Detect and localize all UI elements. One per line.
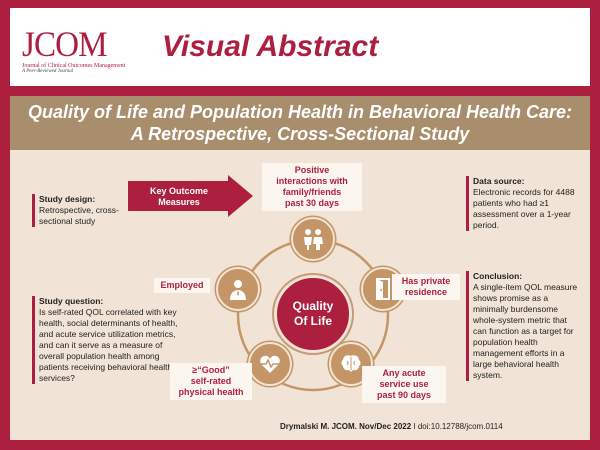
key-outcome-line-1: Key Outcome: [149, 186, 209, 196]
conclusion-heading: Conclusion:: [473, 271, 523, 281]
data-source-body: Electronic records for 4488 patients who…: [473, 187, 575, 230]
health-label-1: ≥“Good”: [192, 365, 230, 375]
data-source-heading: Data source:: [473, 176, 525, 186]
conclusion-body: A single-item QOL measure shows promise …: [473, 282, 578, 380]
residence-label: Has private residence: [392, 274, 460, 300]
study-design-heading: Study design:: [39, 194, 96, 204]
residence-label-1: Has private: [401, 276, 451, 286]
study-question-block: Study question: Is self-rated QOL correl…: [32, 296, 184, 384]
citation-author: Drymalski M. JCOM. Nov/Dec 2022: [280, 422, 412, 431]
family-label-4: past 30 days: [284, 198, 340, 208]
family-label: Positive interactions with family/friend…: [262, 163, 362, 211]
study-question-heading: Study question:: [39, 296, 104, 306]
key-outcome-label: Key Outcome Measures: [140, 186, 218, 208]
health-label-2: self-rated: [190, 376, 232, 386]
employed-node: [216, 267, 260, 311]
family-node: [291, 217, 335, 261]
acute-label-3: past 90 days: [376, 390, 432, 400]
family-label-1: Positive: [294, 165, 330, 175]
study-title-line-2: A Retrospective, Cross-Sectional Study: [130, 124, 470, 144]
center-line-1: Quality: [292, 299, 334, 313]
employed-label: Employed: [154, 278, 210, 293]
study-question-body: Is self-rated QOL correlated with key he…: [39, 307, 178, 383]
center-line-2: Of Life: [294, 314, 332, 328]
key-outcome-arrow: [128, 175, 253, 217]
citation-doi: I doi:10.12788/jcom.0114: [411, 422, 503, 431]
heart-pulse-icon: [260, 355, 280, 373]
family-label-3: family/friends: [282, 187, 342, 197]
logo-main: JCOM: [22, 24, 108, 64]
study-title-band: Quality of Life and Population Health in…: [10, 96, 590, 150]
study-design-body: Retrospective, cross-sectional study: [39, 205, 119, 226]
content-panel: Study design: Retrospective, cross-secti…: [10, 150, 590, 440]
header: JCOM Journal of Clinical Outcomes Manage…: [10, 8, 590, 86]
people-icon: [304, 229, 323, 250]
jcom-logo: JCOM Journal of Clinical Outcomes Manage…: [22, 26, 125, 74]
employed-label-1: Employed: [160, 280, 204, 290]
logo-tagline: A Peer-Reviewed Journal: [22, 69, 74, 74]
data-source-block: Data source: Electronic records for 4488…: [466, 176, 578, 231]
family-label-2: interactions with: [276, 176, 348, 186]
door-icon: [376, 278, 390, 300]
study-design-block: Study design: Retrospective, cross-secti…: [32, 194, 142, 227]
worker-icon: [230, 280, 246, 300]
key-outcome-line-2: Measures: [158, 197, 200, 207]
quality-of-life-center: Quality Of Life: [274, 275, 352, 353]
residence-label-2: residence: [404, 287, 448, 297]
acute-service-node: [329, 342, 373, 386]
physical-health-label: ≥“Good” self-rated physical health: [170, 363, 252, 400]
acute-service-label: Any acute service use past 90 days: [362, 366, 446, 403]
conclusion-block: Conclusion: A single-item QOL measure sh…: [466, 271, 578, 381]
health-label-3: physical health: [178, 387, 244, 397]
acute-label-1: Any acute: [382, 368, 426, 378]
citation: Drymalski M. JCOM. Nov/Dec 2022 I doi:10…: [280, 422, 503, 431]
logo-journal-name: Journal of Clinical Outcomes Management: [22, 63, 126, 69]
study-title-line-1: Quality of Life and Population Health in…: [27, 102, 573, 122]
acute-label-2: service use: [379, 379, 429, 389]
brain-icon: [341, 355, 361, 372]
visual-abstract-title: Visual Abstract: [162, 30, 379, 63]
physical-health-node: [248, 342, 292, 386]
